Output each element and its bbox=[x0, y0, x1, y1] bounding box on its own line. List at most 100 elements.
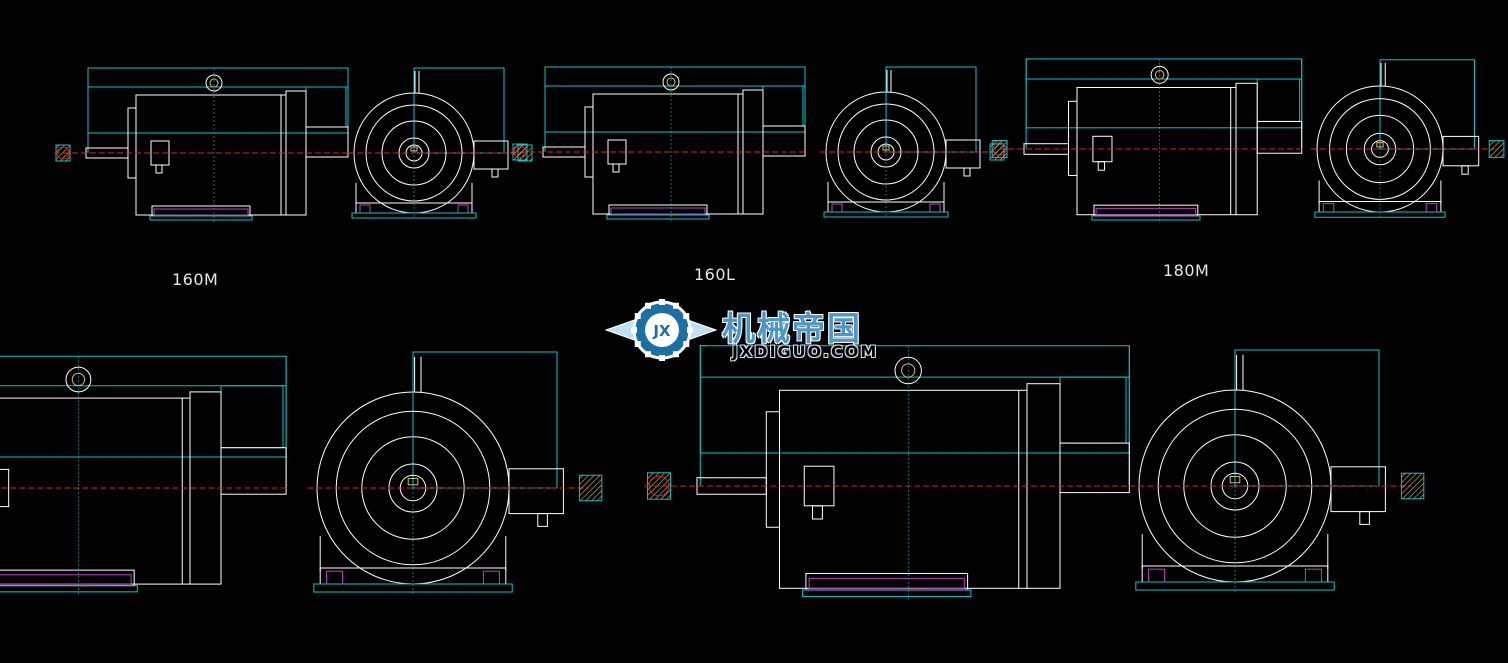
terminal-side bbox=[1442, 135, 1480, 167]
terminal-box bbox=[0, 468, 10, 508]
gear-tooth bbox=[631, 327, 637, 333]
terminal-side bbox=[473, 140, 509, 170]
foot-base bbox=[0, 569, 135, 587]
motor-160m-end-view bbox=[348, 67, 533, 219]
lifting-eye bbox=[65, 366, 92, 393]
motor-180m-end-view bbox=[1310, 59, 1505, 219]
gear-tooth bbox=[634, 341, 641, 347]
key-section bbox=[1488, 140, 1505, 158]
terminal-dim-box bbox=[762, 85, 804, 127]
motor-160m-side-view bbox=[54, 67, 350, 223]
motor-large-1-side-view bbox=[0, 355, 290, 597]
gland bbox=[155, 164, 163, 174]
terminal-side bbox=[508, 468, 564, 515]
motor-160l-side-view bbox=[511, 66, 807, 222]
gear-tooth bbox=[659, 355, 665, 361]
key-section bbox=[1400, 472, 1425, 500]
terminal-dim-box bbox=[220, 385, 284, 449]
watermark-logo-text: 机械帝国 bbox=[722, 309, 862, 348]
foot-bolt-left bbox=[1322, 203, 1335, 213]
terminal-dim-box bbox=[1256, 78, 1301, 122]
motor-large-1-end-view bbox=[307, 351, 603, 594]
gear-tooth bbox=[645, 351, 651, 358]
terminal-gland bbox=[1461, 165, 1469, 175]
terminal-gland bbox=[963, 167, 971, 177]
end-shield bbox=[584, 106, 594, 178]
terminal-side bbox=[945, 139, 981, 169]
gear-tooth bbox=[673, 302, 679, 309]
foot-bolt-slot bbox=[153, 208, 249, 216]
key-section bbox=[578, 474, 603, 502]
gear-tooth bbox=[645, 302, 651, 309]
watermark-domain-text: JXDIGUO.COM bbox=[732, 342, 879, 361]
gland bbox=[1097, 161, 1106, 171]
top-dim-box bbox=[699, 345, 1130, 454]
gear-tooth bbox=[634, 313, 641, 319]
motor-body bbox=[0, 397, 191, 585]
end-shield bbox=[127, 107, 137, 179]
foot-bolt-right bbox=[1304, 568, 1322, 583]
top-dim-box bbox=[0, 355, 287, 458]
foot-bolt-right bbox=[929, 203, 941, 213]
foot-base bbox=[805, 572, 969, 591]
end-dim-box bbox=[413, 67, 505, 154]
end-shield bbox=[1068, 100, 1078, 176]
terminal-side bbox=[1330, 466, 1386, 513]
fan-cowl bbox=[1059, 442, 1130, 494]
motor-body bbox=[1076, 87, 1237, 216]
end-dim-box bbox=[412, 351, 558, 489]
motor-large-2-side-view bbox=[644, 345, 1133, 602]
top-dim-box bbox=[1025, 58, 1303, 129]
foot-base bbox=[1093, 204, 1199, 217]
end-dim-box bbox=[1234, 349, 1380, 487]
lifting-eye bbox=[662, 73, 680, 91]
watermark-badge-text: JX bbox=[652, 322, 671, 340]
gland bbox=[812, 505, 823, 520]
terminal-dim-box bbox=[1059, 376, 1127, 444]
gland bbox=[612, 163, 620, 173]
lifting-eye-inner bbox=[666, 77, 676, 87]
model-label-180m: 180M bbox=[1163, 261, 1210, 280]
foot-dim bbox=[802, 589, 972, 598]
lifting-eye-inner bbox=[71, 372, 86, 387]
motor-large-2-end-view bbox=[1129, 349, 1425, 592]
watermark-emblem: JX bbox=[604, 299, 718, 361]
foot-bolt-slot bbox=[610, 207, 706, 215]
gear-tooth bbox=[673, 351, 679, 358]
motor-body bbox=[592, 93, 744, 215]
lifting-eye-inner bbox=[901, 363, 916, 378]
motor-160l-end-view bbox=[820, 66, 1005, 218]
gear-tooth bbox=[683, 341, 690, 347]
foot-bolt-left bbox=[831, 203, 843, 213]
foot-bolt-right bbox=[482, 570, 500, 585]
motor-body bbox=[135, 94, 287, 216]
foot-bolt-slot bbox=[1095, 207, 1197, 216]
foot-bolt-left bbox=[326, 570, 344, 585]
foot-dim bbox=[0, 585, 138, 593]
foot-bolt-slot bbox=[808, 577, 965, 589]
terminal-gland bbox=[1359, 511, 1370, 525]
foot-bolt-slot bbox=[0, 574, 132, 585]
top-dim-box bbox=[544, 66, 806, 133]
foot-bolt-left bbox=[359, 204, 371, 214]
fan-cowl bbox=[305, 126, 349, 158]
terminal-gland bbox=[491, 168, 499, 178]
terminal-gland bbox=[537, 513, 548, 527]
key bbox=[1376, 142, 1384, 148]
fan-cowl bbox=[1256, 120, 1303, 154]
fan-cowl bbox=[762, 125, 806, 157]
foot-plate bbox=[1318, 201, 1442, 213]
terminal-dim-box bbox=[305, 86, 347, 128]
end-dim-box bbox=[885, 66, 977, 153]
model-label-160l: 160L bbox=[694, 265, 736, 284]
foot-bolt-right bbox=[457, 204, 469, 214]
foot-bolt-right bbox=[1425, 203, 1438, 213]
lifting-eye-inner bbox=[209, 78, 219, 88]
foot-dim bbox=[149, 215, 253, 221]
model-label-160m: 160M bbox=[172, 270, 219, 289]
lifting-eye bbox=[205, 74, 223, 92]
foot-dim bbox=[1091, 215, 1201, 221]
gear-tooth bbox=[659, 299, 665, 305]
end-dim-box bbox=[1379, 59, 1475, 150]
